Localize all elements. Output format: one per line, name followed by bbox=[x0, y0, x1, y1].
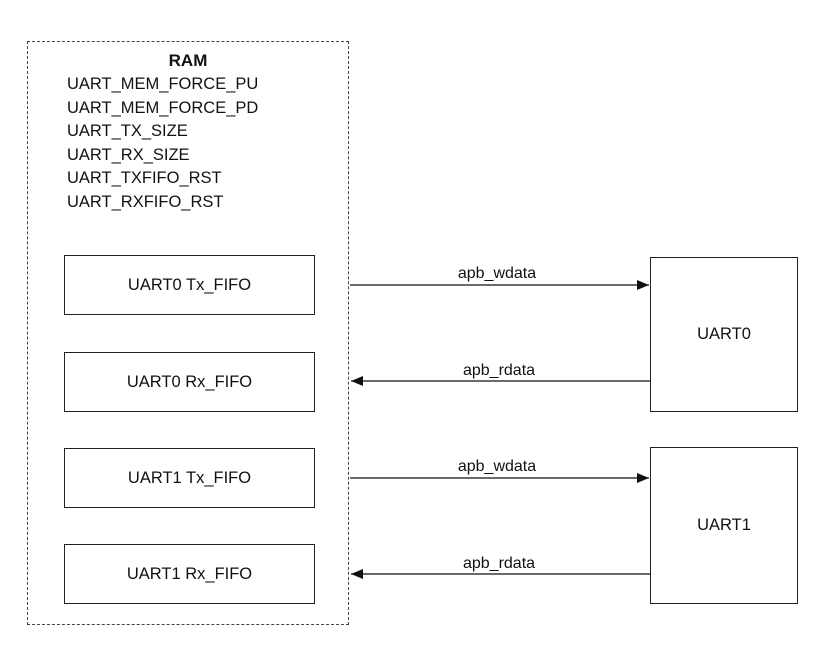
register-tx-size: UART_TX_SIZE bbox=[67, 122, 188, 140]
register-txfifo-rst: UART_TXFIFO_RST bbox=[67, 169, 222, 187]
register-rx-size: UART_RX_SIZE bbox=[67, 145, 190, 164]
uart0-tx-fifo-label: UART0 Tx_FIFO bbox=[127, 275, 252, 294]
ram-register-list: UART_MEM_FORCE_PU UART_MEM_FORCE_PD UART… bbox=[67, 73, 258, 214]
uart0-rx-fifo-label: UART0 Rx_FIFO bbox=[126, 372, 253, 391]
register-rxfifo-rst: UART_RXFIFO_RST bbox=[67, 192, 224, 211]
uart1-wdata-label: apb_wdata bbox=[458, 458, 536, 475]
ram-block bbox=[27, 41, 349, 625]
uart0-label: UART0 bbox=[697, 325, 751, 343]
register-mem-force-pd: UART_MEM_FORCE_PD bbox=[67, 98, 259, 117]
uart1-block: UART1 bbox=[650, 447, 798, 604]
ram-title: RAM bbox=[168, 51, 208, 70]
uart1-rx-fifo: UART1 Rx_FIFO bbox=[64, 544, 315, 604]
uart0-block: UART0 bbox=[650, 257, 798, 412]
uart1-rdata-label: apb_rdata bbox=[463, 555, 535, 572]
register-mem-force-pu: UART_MEM_FORCE_PU bbox=[67, 75, 259, 93]
uart0-wdata-label: apb_wdata bbox=[458, 265, 536, 282]
uart1-tx-fifo: UART1 Tx_FIFO bbox=[64, 448, 315, 508]
uart0-rdata-label: apb_rdata bbox=[463, 362, 535, 379]
uart0-rx-fifo: UART0 Rx_FIFO bbox=[64, 352, 315, 412]
uart1-label: UART1 bbox=[697, 516, 751, 534]
uart1-rx-fifo-label: UART1 Rx_FIFO bbox=[126, 564, 253, 583]
uart0-tx-fifo: UART0 Tx_FIFO bbox=[64, 255, 315, 315]
uart1-tx-fifo-label: UART1 Tx_FIFO bbox=[127, 468, 252, 487]
